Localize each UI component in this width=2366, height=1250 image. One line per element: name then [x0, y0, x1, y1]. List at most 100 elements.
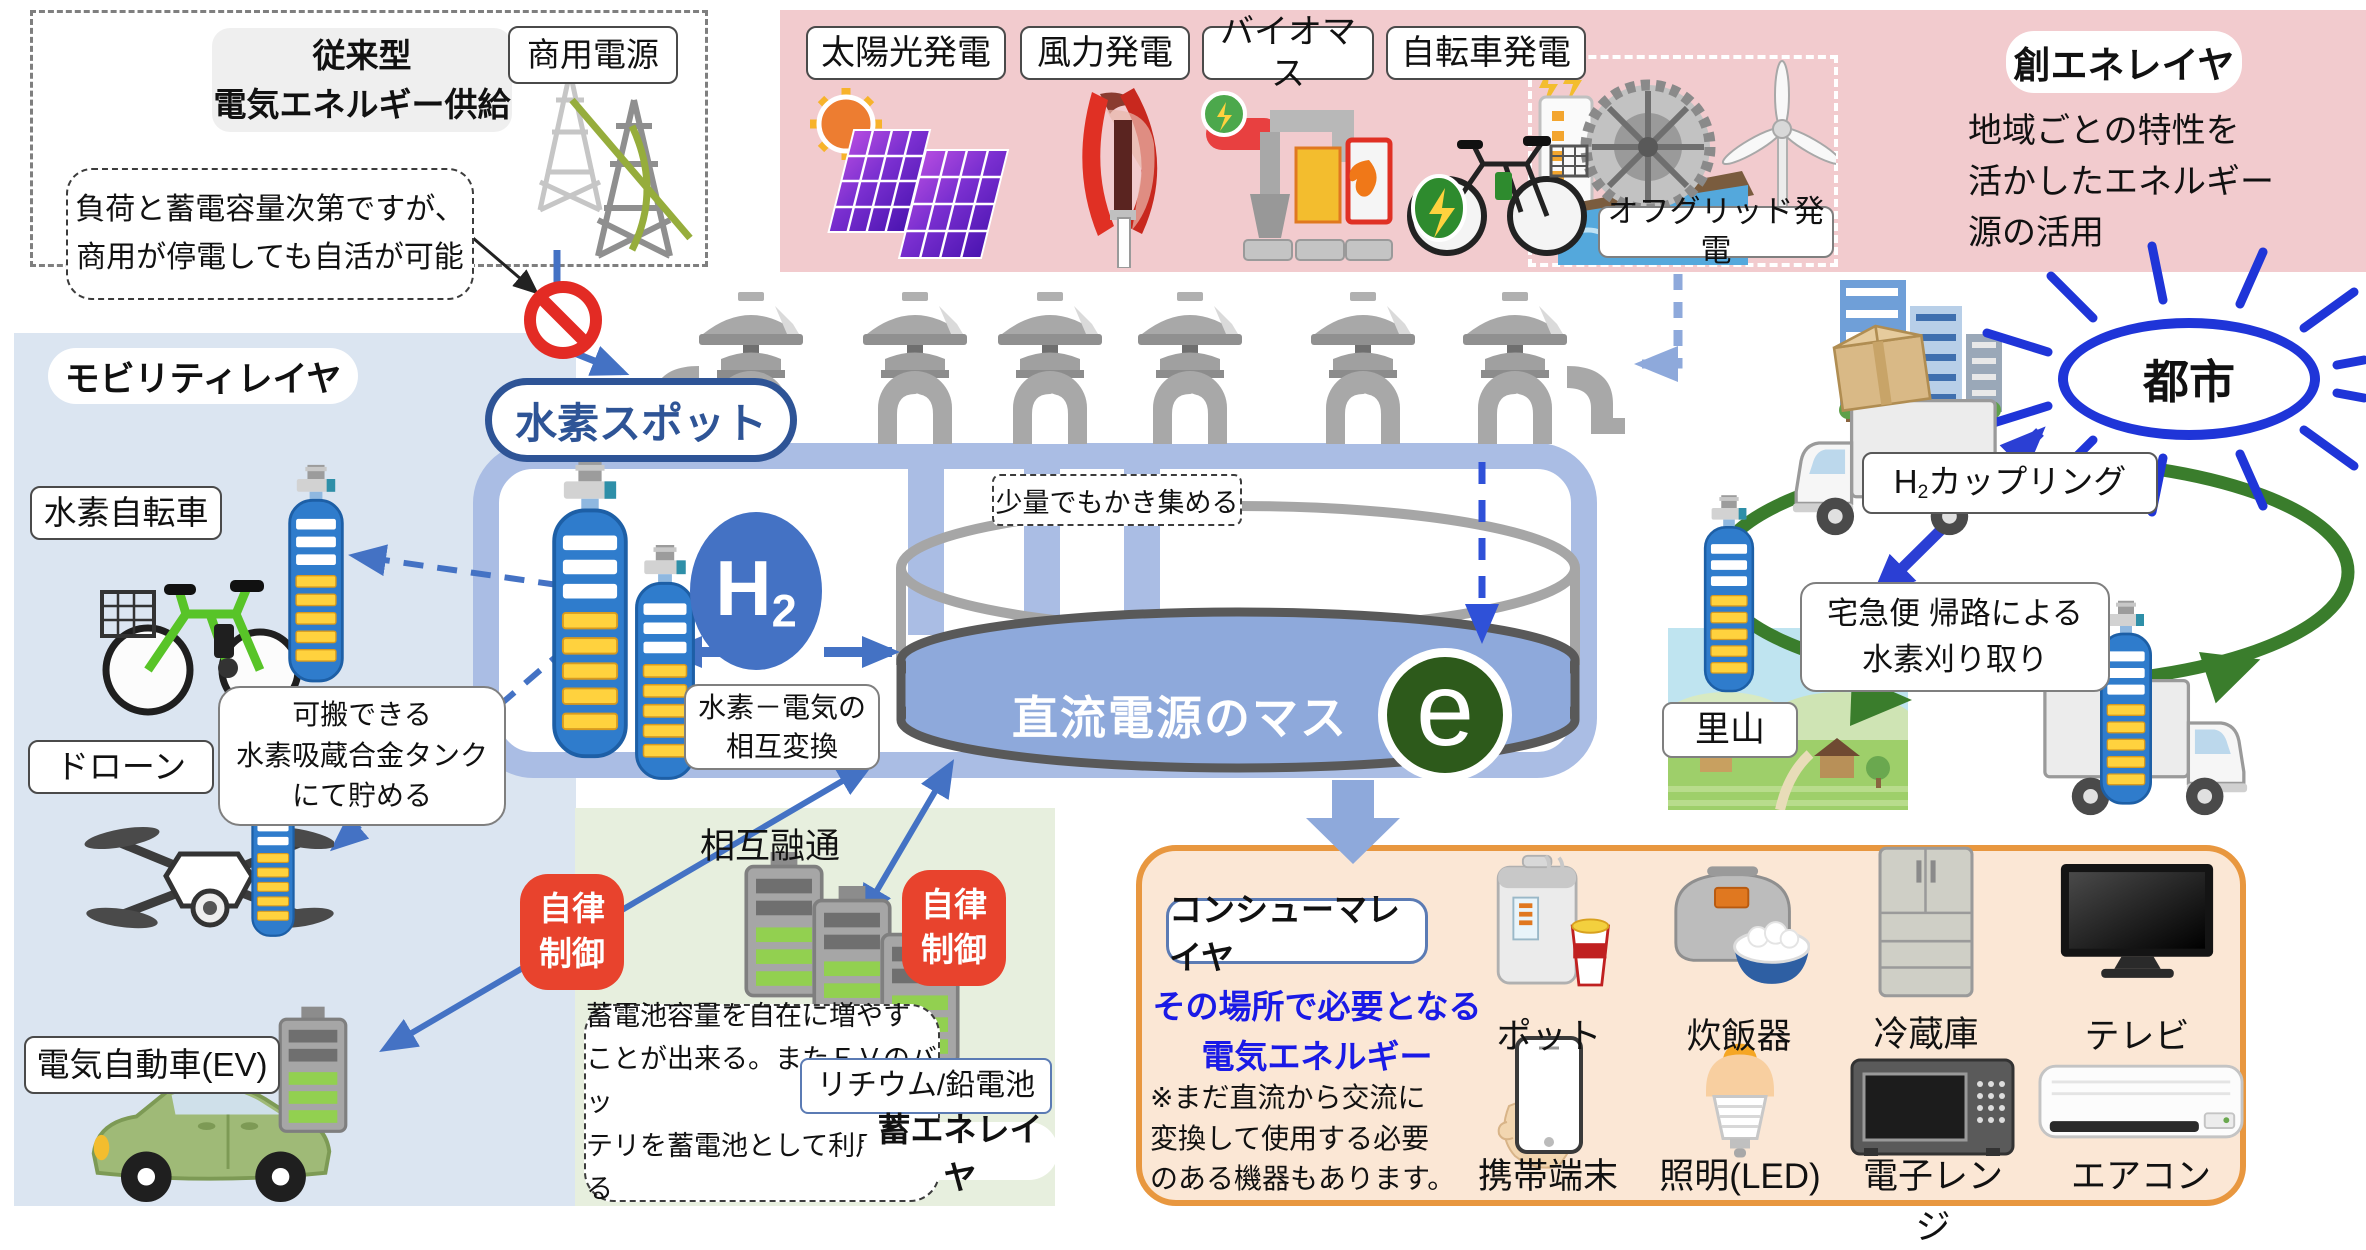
interchange-arrow-ev: [379, 761, 875, 1053]
pot-icon: [1496, 854, 1610, 987]
legacy-note: 負荷と蓄電容量次第ですが、 商用が停電しても自活が可能: [66, 168, 474, 300]
legacy-note-text: 負荷と蓄電容量次第ですが、 商用が停電しても自活が可能: [75, 193, 465, 274]
offgrid-feed-arrow: [1634, 274, 1683, 382]
offgrid-label: オフグリッド発電: [1598, 194, 1834, 268]
h2-conversion-text: 水素－電気の 相互変換: [697, 691, 866, 762]
consumer-headline: その場所で必要となる 電気エネルギー: [1152, 988, 1482, 1075]
hydrogen-spot-title: 水素スポット: [514, 399, 767, 447]
hydrogen-bicycle-label: 水素自転車: [30, 486, 222, 540]
mobility-layer-badge: モビリティレイヤ: [48, 348, 358, 404]
city-ellipse: 都市: [2058, 318, 2320, 440]
commercial-power-label: 商用電源: [508, 26, 678, 84]
bicycle-canister-icon: [284, 464, 348, 686]
source-label-bicycle: 自転車発電: [1386, 26, 1586, 80]
biomass-icon: [1201, 91, 1393, 261]
source-label-solar: 太陽光発電: [806, 26, 1006, 80]
appliance-label-aircon: エアコン: [2070, 1157, 2211, 1196]
fridge-icon: [1878, 846, 1974, 998]
smartphone-icon: [1497, 1036, 1583, 1169]
legacy-title-text: 従来型 電気エネルギー供給: [213, 36, 511, 124]
mobility-badge-text: モビリティレイヤ: [64, 359, 342, 399]
storage-layer-badge: 蓄エネレイヤ: [862, 1111, 1058, 1196]
generation-badge-text: 創エネレイヤ: [2013, 45, 2235, 86]
ev-battery-icon: [276, 1006, 350, 1134]
source-label-text: 風力発電: [1037, 33, 1173, 72]
mobility-item-text: ドローン: [55, 748, 187, 786]
dc-mass-label: 直流電源のマス: [1012, 692, 1348, 744]
consumer-note: ※まだ直流から交流に 変換して使用する必要 のある機器もあります。: [1150, 1082, 1456, 1195]
consumer-badge-text: コンシューマレイヤ: [1169, 891, 1400, 976]
village-label-text: 里山: [1694, 710, 1765, 750]
source-label-wind: 風力発電: [1020, 26, 1190, 80]
bicycle-power-icon: [1407, 136, 1589, 256]
battery-type-text: リチウム/鉛電池: [816, 1069, 1036, 1103]
portable-tank-note-text: 可搬できる 水素吸蔵合金タンク にて貯める: [235, 699, 488, 812]
legacy-title: 従来型 電気エネルギー供給: [212, 28, 512, 132]
solar-power-icon: [810, 88, 1010, 259]
no-entry-icon: [524, 281, 602, 359]
source-label-biomass: バイオマス: [1202, 13, 1374, 93]
aircon-icon: [2038, 1064, 2244, 1139]
h2-coupling-label: H2カップリング: [1862, 452, 2158, 514]
offgrid-label-text: オフグリッド発電: [1607, 194, 1825, 268]
h2-base: H: [715, 543, 772, 632]
commercial-power-text: 商用電源: [527, 36, 659, 74]
loop-arrowhead: [2199, 651, 2261, 704]
led-bulb-icon: [1706, 1043, 1774, 1158]
source-label-text: バイオマス: [1220, 12, 1356, 94]
h2-sub: 2: [771, 585, 797, 637]
rice-cooker-icon: [1674, 866, 1810, 984]
note-pointer-arrow: [465, 230, 540, 295]
appliance-label-pot: ポット: [1496, 1017, 1602, 1056]
village-label: 里山: [1662, 702, 1798, 758]
generation-layer-badge: 創エネレイヤ: [2006, 31, 2242, 93]
microwave-icon: [1850, 1058, 2015, 1156]
drone-label: ドローン: [28, 740, 214, 794]
autonomous-control-badge: 自律 制御: [520, 874, 624, 990]
energy-diagram-canvas: { "legacy_supply": { "title": "従来型\n電気エネ…: [14, 10, 2366, 1247]
loop-canister-icon: [1700, 492, 1758, 698]
hydrogen-spot-box: 水素スポット: [485, 378, 797, 462]
interchange-arrow-battery: [857, 759, 955, 923]
coupling-rest: カップリング: [1928, 463, 2127, 501]
coupling-sub: 2: [1917, 481, 1929, 503]
autonomous-control-text: 自律 制御: [539, 890, 605, 972]
appliance-label-fridge: 冷蔵庫: [1873, 1015, 1979, 1054]
generation-description: 地域ごとの特性を 活かしたエネルギー 源の活用: [1968, 112, 2274, 252]
autonomous-control-badge: 自律 制御: [902, 870, 1006, 986]
delivery-note-label: 宅急便 帰路による 水素刈り取り: [1800, 582, 2110, 692]
ev-label: 電気自動車(EV): [24, 1036, 280, 1094]
coupling-base: H: [1893, 463, 1918, 501]
consumer-layer-badge: コンシューマレイヤ: [1166, 891, 1428, 976]
interchange-label: 相互融通: [699, 827, 840, 866]
electron-circle: e: [1378, 648, 1512, 782]
collect-note-text: 少量でもかき集める: [995, 487, 1239, 518]
delivery-note-text: 宅急便 帰路による 水素刈り取り: [1827, 595, 2083, 678]
city-label-text: 都市: [2143, 356, 2235, 408]
collect-note: 少量でもかき集める: [992, 474, 1242, 526]
electron-symbol: e: [1416, 652, 1474, 768]
autonomous-control-text: 自律 制御: [921, 886, 987, 968]
mobility-item-text: 電気自動車(EV): [36, 1046, 268, 1084]
appliance-label-microwave: 電子レンジ: [1862, 1157, 2003, 1247]
h2-circle: H2: [690, 512, 822, 670]
appliance-label-tv: テレビ: [2084, 1017, 2190, 1056]
source-label-text: 自転車発電: [1401, 33, 1571, 72]
hydrogen-canister-icon: [546, 462, 634, 762]
wind-power-icon: [1082, 88, 1158, 268]
canister-to-bicycle-arrow: [348, 544, 559, 588]
cardboard-box-icon: [1832, 324, 1932, 413]
storage-badge-text: 蓄エネレイヤ: [877, 1111, 1043, 1196]
portable-tank-note: 可搬できる 水素吸蔵合金タンク にて貯める: [218, 686, 506, 826]
appliance-label-led: 照明(LED): [1659, 1157, 1821, 1196]
power-pylon-icon: [537, 71, 693, 259]
ev-car-icon: [91, 1081, 332, 1203]
h2-conversion-label: 水素－電気の 相互変換: [684, 684, 880, 770]
appliance-label-phone: 携帯端末: [1477, 1157, 1618, 1196]
tank-to-consumer-arrow: [1306, 780, 1400, 864]
battery-type-label: リチウム/鉛電池: [800, 1058, 1052, 1114]
source-label-text: 太陽光発電: [821, 33, 991, 72]
tv-icon: [2060, 864, 2214, 978]
mobility-item-text: 水素自転車: [43, 494, 209, 532]
appliance-label-ricecooker: 炊飯器: [1686, 1017, 1792, 1056]
